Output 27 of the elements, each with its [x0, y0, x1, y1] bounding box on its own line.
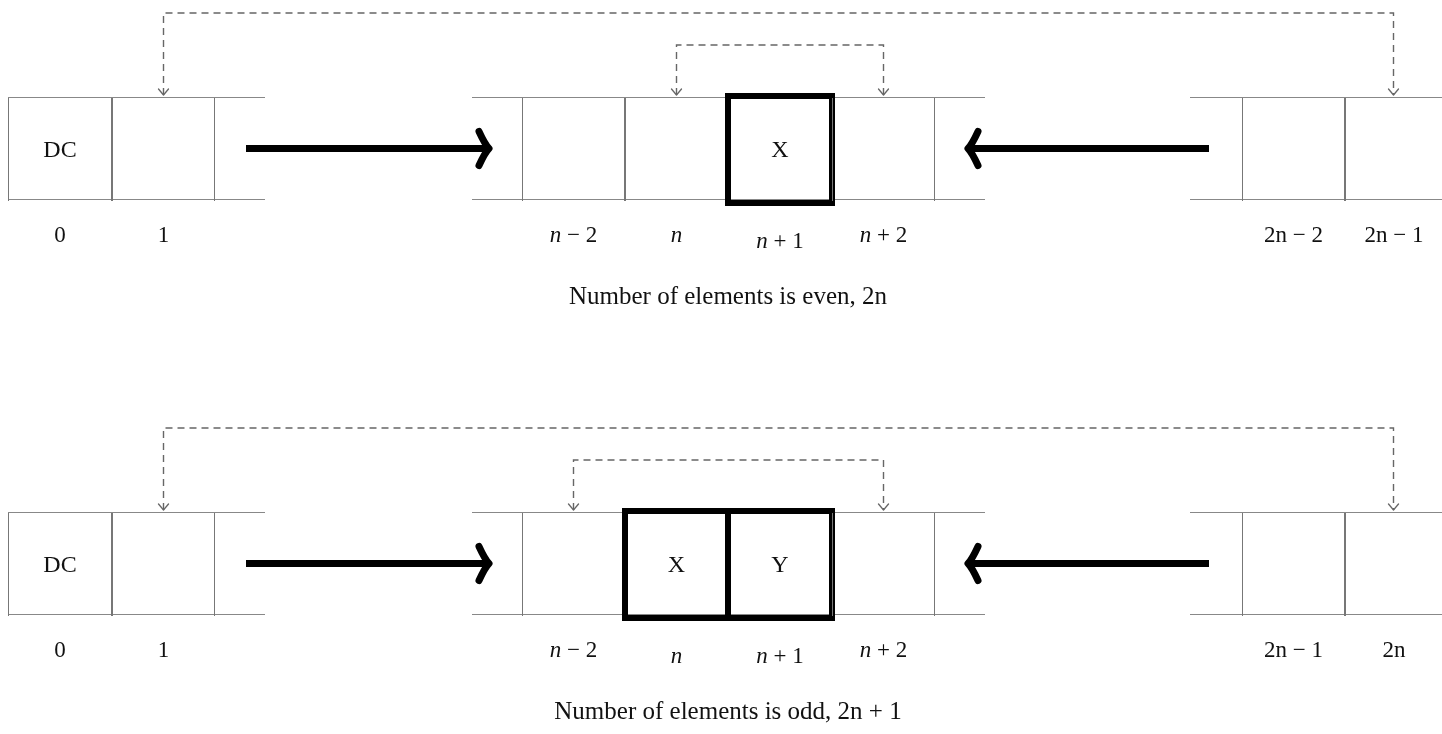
index-label: 2n − 2	[1264, 222, 1323, 248]
dashed-arrow	[567, 459, 890, 511]
index-label: 2n − 1	[1364, 222, 1424, 248]
index-label: n + 2	[859, 637, 908, 663]
cell-label: X	[667, 551, 686, 578]
caption: Number of elements is odd, 2n + 1	[554, 697, 902, 725]
index-label: 0	[54, 637, 66, 663]
index-label: 2n − 1	[1264, 637, 1323, 663]
cell-label: Y	[771, 551, 789, 578]
index-label: n + 1	[756, 228, 804, 254]
cell-label: X	[771, 136, 789, 163]
index-label: n + 1	[756, 643, 804, 669]
caption: Number of elements is even, 2n	[569, 282, 887, 310]
index-label: 2n	[1382, 637, 1406, 663]
index-label: 0	[54, 222, 66, 248]
index-label: 1	[157, 222, 170, 248]
index-label: n + 2	[859, 222, 908, 248]
index-label: n	[670, 643, 683, 669]
cell-label: DC	[43, 136, 77, 163]
dashed-arrow	[670, 44, 890, 96]
dashed-arrow	[157, 12, 1400, 96]
index-label: n − 2	[549, 637, 598, 663]
index-label: n	[670, 222, 683, 248]
index-label: n − 2	[549, 222, 598, 248]
cell-label: DC	[43, 551, 77, 578]
index-label: 1	[157, 637, 170, 663]
dashed-arrow	[157, 427, 1400, 511]
